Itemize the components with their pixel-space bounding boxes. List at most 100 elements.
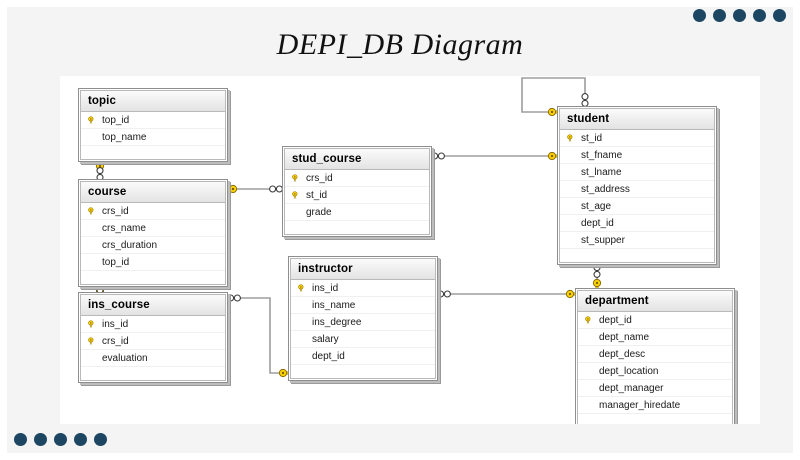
- er-table-filler-row: [291, 365, 435, 378]
- primary-key-icon: [291, 174, 297, 182]
- er-column-row[interactable]: dept_name: [578, 329, 732, 346]
- primary-key-icon: [87, 320, 93, 328]
- er-column-name: dept_id: [599, 314, 632, 326]
- er-column-name: dept_desc: [599, 348, 646, 360]
- er-column-row[interactable]: dept_location: [578, 363, 732, 380]
- er-column-row[interactable]: dept_id: [560, 215, 714, 232]
- relationship-one-key-marker: [565, 289, 578, 299]
- er-column-row[interactable]: dept_manager: [578, 380, 732, 397]
- er-column-row[interactable]: st_id: [285, 187, 429, 204]
- primary-key-cell: [84, 116, 101, 124]
- decor-dot: [693, 9, 706, 22]
- er-column-row[interactable]: crs_id: [81, 333, 225, 350]
- er-column-name: st_id: [306, 189, 328, 201]
- er-column-row[interactable]: st_id: [560, 130, 714, 147]
- primary-key-cell: [288, 174, 305, 182]
- relationship-one-key-marker: [547, 151, 560, 161]
- er-column-row[interactable]: crs_duration: [81, 237, 225, 254]
- primary-key-icon: [291, 191, 297, 199]
- er-column-row[interactable]: grade: [285, 204, 429, 221]
- er-column-row[interactable]: top_id: [81, 112, 225, 129]
- relationship-many-infinity-marker: [437, 290, 451, 298]
- er-column-row[interactable]: ins_id: [81, 316, 225, 333]
- er-column-name: manager_hiredate: [599, 399, 681, 411]
- er-column-row[interactable]: ins_name: [291, 297, 435, 314]
- link-student-student-self: [521, 77, 586, 113]
- er-column-name: evaluation: [102, 352, 148, 364]
- er-column-row[interactable]: st_fname: [560, 147, 714, 164]
- primary-key-cell: [84, 320, 101, 328]
- primary-key-icon: [297, 284, 303, 292]
- er-column-row[interactable]: dept_desc: [578, 346, 732, 363]
- er-table-title: course: [81, 182, 225, 203]
- er-column-name: salary: [312, 333, 339, 345]
- er-column-row[interactable]: st_supper: [560, 232, 714, 249]
- er-column-row[interactable]: evaluation: [81, 350, 225, 367]
- er-column-row[interactable]: salary: [291, 331, 435, 348]
- er-column-name: dept_location: [599, 365, 659, 377]
- decor-dot: [753, 9, 766, 22]
- primary-key-icon: [566, 134, 572, 142]
- er-column-row[interactable]: top_id: [81, 254, 225, 271]
- primary-key-cell: [581, 316, 598, 324]
- er-column-name: st_supper: [581, 234, 625, 246]
- er-column-row[interactable]: st_lname: [560, 164, 714, 181]
- er-table-filler-row: [578, 414, 732, 424]
- er-column-row[interactable]: dept_id: [578, 312, 732, 329]
- er-table-title: topic: [81, 91, 225, 112]
- er-column-row[interactable]: ins_degree: [291, 314, 435, 331]
- primary-key-icon: [87, 337, 93, 345]
- relationship-many-infinity-marker: [593, 264, 601, 278]
- er-column-row[interactable]: crs_id: [81, 203, 225, 220]
- er-column-name: ins_id: [312, 282, 339, 294]
- er-column-row[interactable]: ins_id: [291, 280, 435, 297]
- er-column-row[interactable]: crs_name: [81, 220, 225, 237]
- er-table-title: student: [560, 109, 714, 130]
- er-column-name: grade: [306, 206, 332, 218]
- er-column-name: ins_name: [312, 299, 356, 311]
- relationship-one-key-marker: [547, 107, 560, 117]
- er-table-filler-row: [560, 249, 714, 262]
- er-column-row[interactable]: top_name: [81, 129, 225, 146]
- er-column-name: st_id: [581, 132, 603, 144]
- er-column-name: crs_name: [102, 222, 146, 234]
- er-column-row[interactable]: st_address: [560, 181, 714, 198]
- relationship-many-infinity-marker: [269, 185, 283, 193]
- er-column-name: st_lname: [581, 166, 622, 178]
- er-column-name: st_age: [581, 200, 612, 212]
- er-column-name: dept_manager: [599, 382, 664, 394]
- er-column-row[interactable]: dept_id: [291, 348, 435, 365]
- er-column-row[interactable]: manager_hiredate: [578, 397, 732, 414]
- decor-dot: [733, 9, 746, 22]
- er-column-name: st_address: [581, 183, 630, 195]
- er-table-filler-row: [81, 271, 225, 284]
- decor-dot: [94, 433, 107, 446]
- decorative-dots-bottom-left: [14, 433, 107, 446]
- er-column-row[interactable]: st_age: [560, 198, 714, 215]
- primary-key-cell: [84, 337, 101, 345]
- page-title: DEPI_DB Diagram: [276, 28, 524, 61]
- decorative-dots-top-right: [693, 9, 786, 22]
- er-column-name: crs_id: [102, 205, 129, 217]
- decor-dot: [14, 433, 27, 446]
- er-column-row[interactable]: crs_id: [285, 170, 429, 187]
- primary-key-cell: [563, 134, 580, 142]
- er-table-filler-row: [285, 221, 429, 234]
- decor-dot: [773, 9, 786, 22]
- er-column-name: crs_id: [306, 172, 333, 184]
- er-column-name: top_name: [102, 131, 147, 143]
- er-table-title: stud_course: [285, 149, 429, 170]
